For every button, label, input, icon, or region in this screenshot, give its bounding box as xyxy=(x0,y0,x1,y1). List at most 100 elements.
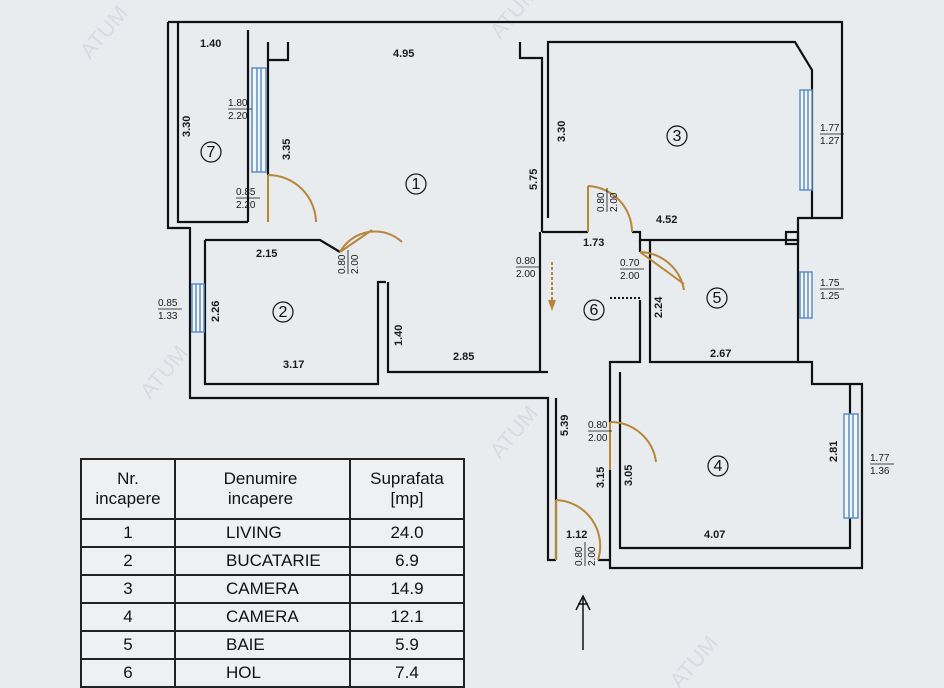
dimension-labels: 1.40 3.30 4.95 3.35 5.75 3.30 4.52 2.26 … xyxy=(181,38,840,541)
opening-width: 0.80 xyxy=(596,192,607,212)
svg-text:2.15: 2.15 xyxy=(256,248,277,260)
room-number: 5 xyxy=(713,290,722,307)
svg-text:2.24: 2.24 xyxy=(653,296,665,318)
opening-label: 0.85 2.20 xyxy=(236,187,260,211)
room-number: 1 xyxy=(412,176,421,193)
opening-height: 2.00 xyxy=(620,271,640,282)
svg-text:3.15: 3.15 xyxy=(595,467,607,488)
svg-text:1.40: 1.40 xyxy=(200,38,221,50)
cell-no: 5 xyxy=(80,630,176,660)
opening-height: 1.27 xyxy=(820,136,840,147)
cell-no: 3 xyxy=(80,574,176,604)
table-row: 5 BAIE 5.9 xyxy=(80,630,465,660)
opening-height: 1.33 xyxy=(158,311,178,322)
opening-width: 1.77 xyxy=(820,123,840,134)
opening-label: 0.80 2.00 xyxy=(588,420,612,444)
opening-label: 0.70 2.00 xyxy=(620,258,644,282)
svg-text:ATUM: ATUM xyxy=(135,341,193,404)
cell-area: 12.1 xyxy=(349,602,465,632)
cell-name: HOL xyxy=(174,658,351,688)
table-row: 1 LIVING 24.0 xyxy=(80,518,465,548)
cell-no: 2 xyxy=(80,546,176,576)
svg-text:4.52: 4.52 xyxy=(656,214,677,226)
col-area: Suprafata[mp] xyxy=(349,458,465,520)
svg-text:3.30: 3.30 xyxy=(556,121,568,142)
opening-label: 1.802.20 xyxy=(228,98,252,122)
opening-label: 1.77 1.36 xyxy=(870,453,894,477)
svg-text:1.40: 1.40 xyxy=(393,325,405,346)
room-number: 2 xyxy=(279,304,288,321)
cell-name: BUCATARIE xyxy=(174,546,351,576)
opening-height: 2.00 xyxy=(588,433,608,444)
svg-text:2.81: 2.81 xyxy=(828,441,840,462)
svg-text:1.12: 1.12 xyxy=(566,529,587,541)
room-number: 3 xyxy=(673,128,682,145)
svg-text:3.05: 3.05 xyxy=(623,465,635,486)
opening-height: 2.00 xyxy=(516,269,536,280)
svg-text:3.30: 3.30 xyxy=(181,116,193,137)
table-row: 6 HOL 7.4 xyxy=(80,658,465,688)
cell-name: CAMERA xyxy=(174,574,351,604)
opening-width: 0.80 xyxy=(574,546,585,566)
room-number: 7 xyxy=(207,144,216,161)
cell-area: 7.4 xyxy=(349,658,465,688)
opening-label: 0.80 2.00 xyxy=(516,256,540,280)
room-labels xyxy=(200,125,729,477)
cell-area: 6.9 xyxy=(349,546,465,576)
svg-text:2.67: 2.67 xyxy=(710,348,731,360)
opening-width: 0.80 xyxy=(588,420,608,431)
opening-width: 0.80 xyxy=(337,254,348,274)
col-room-number: Nr.incapere xyxy=(80,458,176,520)
opening-width: 0.85 xyxy=(236,187,256,198)
cell-no: 6 xyxy=(80,658,176,688)
table-row: 3 CAMERA 14.9 xyxy=(80,574,465,604)
opening-width: 0.85 xyxy=(158,298,178,309)
svg-text:2.26: 2.26 xyxy=(210,301,222,322)
opening-height: 2.00 xyxy=(609,192,620,212)
svg-text:3.17: 3.17 xyxy=(283,359,304,371)
table-row: 2 BUCATARIE 6.9 xyxy=(80,546,465,576)
opening-label: 1.77 1.27 xyxy=(820,123,844,147)
opening-height: 2.20 xyxy=(236,200,256,211)
cell-name: BAIE xyxy=(174,630,351,660)
opening-height: 2.00 xyxy=(587,546,598,566)
opening-height: 1.25 xyxy=(820,291,840,302)
opening-height: 1.36 xyxy=(870,466,890,477)
table-row: 4 CAMERA 12.1 xyxy=(80,602,465,632)
cell-no: 1 xyxy=(80,518,176,548)
entrance-arrow-icon xyxy=(575,594,591,650)
svg-text:5.39: 5.39 xyxy=(559,415,571,436)
cell-name: CAMERA xyxy=(174,602,351,632)
cell-area: 5.9 xyxy=(349,630,465,660)
svg-text:5.75: 5.75 xyxy=(528,169,540,190)
cell-no: 4 xyxy=(80,602,176,632)
cell-area: 24.0 xyxy=(349,518,465,548)
cell-name: LIVING xyxy=(174,518,351,548)
opening-height: 2.00 xyxy=(350,254,361,274)
room-number: 4 xyxy=(714,458,723,475)
opening-label: 1.751.25 xyxy=(820,278,844,302)
svg-text:4.95: 4.95 xyxy=(393,48,414,60)
opening-width: 1.77 xyxy=(870,453,890,464)
doors xyxy=(267,174,685,561)
opening-width: 0.70 xyxy=(620,258,640,269)
room-number: 6 xyxy=(590,302,599,319)
svg-text:2.85: 2.85 xyxy=(453,351,474,363)
cell-area: 14.9 xyxy=(349,574,465,604)
svg-text:ATUM: ATUM xyxy=(75,1,133,64)
windows xyxy=(191,67,859,519)
svg-text:4.07: 4.07 xyxy=(704,529,725,541)
svg-text:ATUM: ATUM xyxy=(665,631,723,688)
svg-text:3.35: 3.35 xyxy=(281,139,293,160)
opening-label: 0.85 1.33 xyxy=(158,298,182,322)
opening-width: 1.80 xyxy=(228,98,248,109)
svg-text:1.73: 1.73 xyxy=(583,237,604,249)
opening-width: 0.80 xyxy=(516,256,536,267)
